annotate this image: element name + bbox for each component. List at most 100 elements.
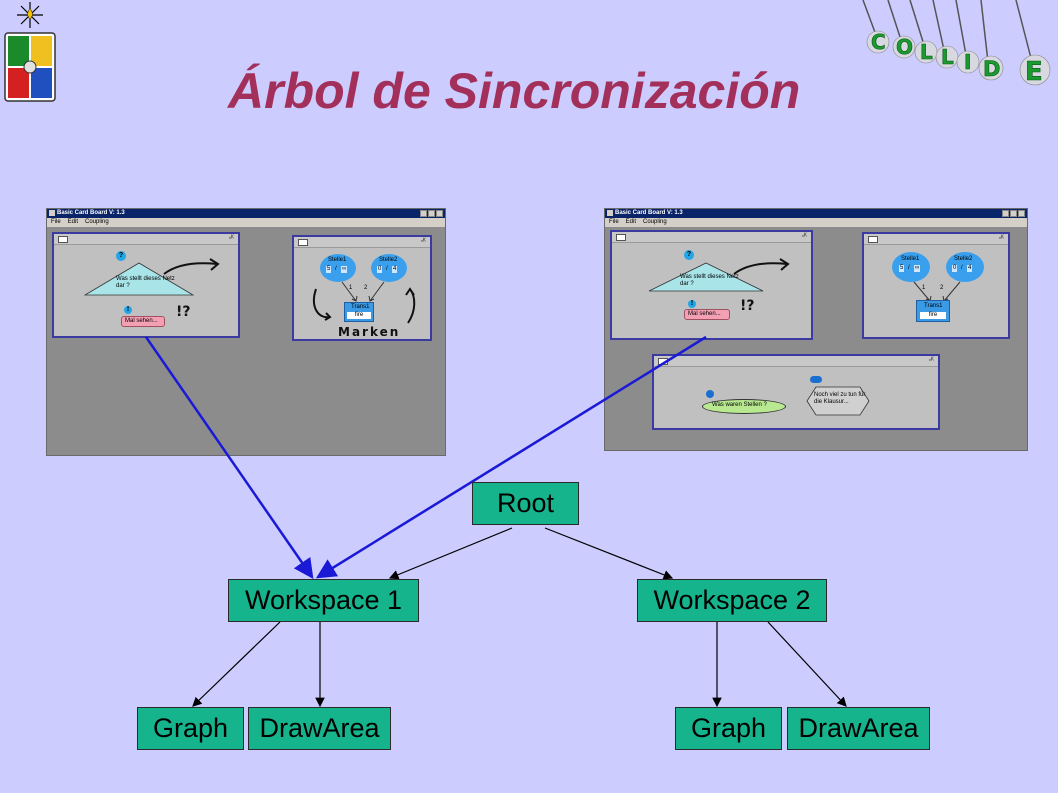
reply-pill: Mal sehen... — [684, 309, 730, 320]
svg-text:O: O — [896, 35, 913, 59]
maximize-icon[interactable] — [428, 210, 435, 217]
menu-edit[interactable]: Edit — [625, 219, 637, 225]
card-window-icon — [868, 236, 878, 243]
arc-weight-1: 1 — [922, 285, 926, 291]
transition-label: Trans1 — [924, 303, 943, 309]
svg-text:D: D — [983, 57, 1000, 81]
menu-bar: File Edit Coupling — [605, 218, 1027, 227]
svg-text:E: E — [1025, 57, 1043, 87]
fire-button[interactable]: fire — [347, 312, 371, 319]
arc-weight-2: 2 — [940, 285, 944, 291]
maximize-icon[interactable] — [1010, 210, 1017, 217]
svg-text:C: C — [871, 30, 886, 54]
handwriting-annotation: !? — [176, 304, 191, 320]
note-ellipse — [702, 399, 786, 414]
card-header: ▫ᴷ — [864, 234, 1008, 245]
place1-value-a: 5 — [899, 265, 905, 272]
edge-w1-graph — [192, 621, 281, 707]
node-workspace-2: Workspace 2 — [637, 579, 827, 622]
card-resize-icon[interactable]: ▫ᴷ — [998, 235, 1004, 242]
window-title: Basic Card Board V: 1.3 — [57, 210, 125, 216]
place-stelle1 — [892, 252, 930, 282]
svg-text:I: I — [964, 50, 971, 74]
place1-label: Stelle1 — [328, 257, 347, 263]
minimize-icon[interactable] — [420, 210, 427, 217]
ellipse-text: Was waren Stellen ? — [712, 402, 767, 408]
app-icon — [607, 210, 613, 216]
transition-trans1[interactable]: Trans1 fire — [344, 302, 374, 322]
card-header: ▫ᴷ — [294, 237, 430, 248]
graph-card[interactable]: ▫ᴷ ? Was stellt dieses Netz dar ? ! Mal … — [610, 230, 813, 340]
minimize-icon[interactable] — [1002, 210, 1009, 217]
triangle-text: Was stellt dieses Netz dar ? — [116, 276, 175, 289]
close-icon[interactable] — [1018, 210, 1025, 217]
triangle-text: Was stellt dieses Netz dar ? — [680, 274, 739, 287]
menu-file[interactable]: File — [609, 219, 619, 225]
exclamation-bubble: ! — [688, 300, 696, 308]
menu-coupling[interactable]: Coupling — [85, 219, 109, 225]
card-resize-icon[interactable]: ▫ᴷ — [420, 238, 426, 245]
place1-value-sep: / — [908, 265, 910, 271]
handwriting-annotation: !? — [740, 298, 755, 314]
petri-card[interactable]: ▫ᴷ Stelle1 5 / ∞ Stelle2 0 / 4 1 2 Trans… — [292, 235, 432, 341]
edge-w2-drawarea — [767, 621, 847, 707]
handdrawn-arrow — [163, 258, 220, 275]
question-triangle — [84, 262, 194, 296]
petri-card[interactable]: ▫ᴷ Stelle1 5 / ∞ Stelle2 0 / 4 1 2 Trans… — [862, 232, 1010, 339]
menu-coupling[interactable]: Coupling — [643, 219, 667, 225]
question-bubble: ? — [684, 250, 694, 260]
menu-edit[interactable]: Edit — [67, 219, 79, 225]
arc-weight-1: 1 — [349, 285, 353, 291]
place2-value-sep: / — [961, 265, 963, 271]
petri-arcs — [341, 281, 385, 302]
node-w1-drawarea: DrawArea — [248, 707, 391, 750]
node-w2-drawarea: DrawArea — [787, 707, 930, 750]
place2-value-a: 0 — [377, 266, 383, 273]
hexagon-text: Noch viel zu tun für die Klausur... — [814, 392, 866, 405]
place1-value-sep: / — [335, 266, 337, 272]
place2-label: Stelle2 — [954, 256, 973, 262]
place2-value-b: 4 — [392, 266, 398, 273]
place1-value-b: ∞ — [341, 266, 348, 273]
svg-text:L: L — [941, 45, 954, 69]
node-w2-graph: Graph — [675, 707, 782, 750]
close-icon[interactable] — [436, 210, 443, 217]
card-header: ▫ᴷ — [54, 234, 238, 245]
edge-root-workspace1 — [388, 527, 513, 580]
node-workspace-1: Workspace 1 — [228, 579, 419, 622]
place1-value-b: ∞ — [914, 265, 921, 272]
transition-label: Trans1 — [351, 304, 370, 310]
menu-file[interactable]: File — [51, 219, 61, 225]
note-hexagon — [806, 386, 870, 416]
window-titlebar: Basic Card Board V: 1.3 — [605, 209, 1027, 218]
window-titlebar: Basic Card Board V: 1.3 — [47, 209, 445, 218]
handwriting-marken: Marken — [338, 325, 401, 339]
graph-card[interactable]: ▫ᴷ ? Was stellt dieses Netz dar ? ! Mal … — [52, 232, 240, 338]
card-board-window-1: Basic Card Board V: 1.3 File Edit Coupling… — [46, 208, 446, 456]
place2-label: Stelle2 — [379, 257, 398, 263]
university-crest-logo — [0, 0, 60, 106]
edge-root-workspace2 — [544, 527, 674, 580]
handdrawn-arrow — [733, 258, 790, 275]
transition-trans1[interactable]: Trans1 fire — [916, 300, 950, 322]
card-resize-icon[interactable]: ▫ᴷ — [801, 233, 807, 240]
place1-value-a: 5 — [326, 266, 332, 273]
fire-button[interactable]: fire — [920, 312, 946, 319]
slide-title: Árbol de Sincronización — [228, 63, 801, 119]
svg-text:L: L — [920, 40, 933, 64]
card-resize-icon[interactable]: ▫ᴷ — [228, 235, 234, 242]
question-bubble: ? — [116, 251, 126, 261]
exclamation-bubble: ! — [124, 306, 132, 314]
place2-value-a: 0 — [952, 265, 958, 272]
card-resize-icon[interactable]: ▫ᴷ — [928, 357, 934, 364]
reply-pill: Mal sehen... — [121, 316, 165, 327]
handdrawn-loop — [312, 287, 416, 324]
notes-card[interactable]: ▫ᴷ Was waren Stellen ? Noch viel zu tun … — [652, 354, 940, 430]
card-header: ▫ᴷ — [612, 232, 811, 243]
question-triangle — [648, 262, 764, 292]
blue-arrow-right — [315, 335, 707, 579]
place2-value-sep: / — [386, 266, 388, 272]
node-root: Root — [472, 482, 579, 525]
app-icon — [49, 210, 55, 216]
